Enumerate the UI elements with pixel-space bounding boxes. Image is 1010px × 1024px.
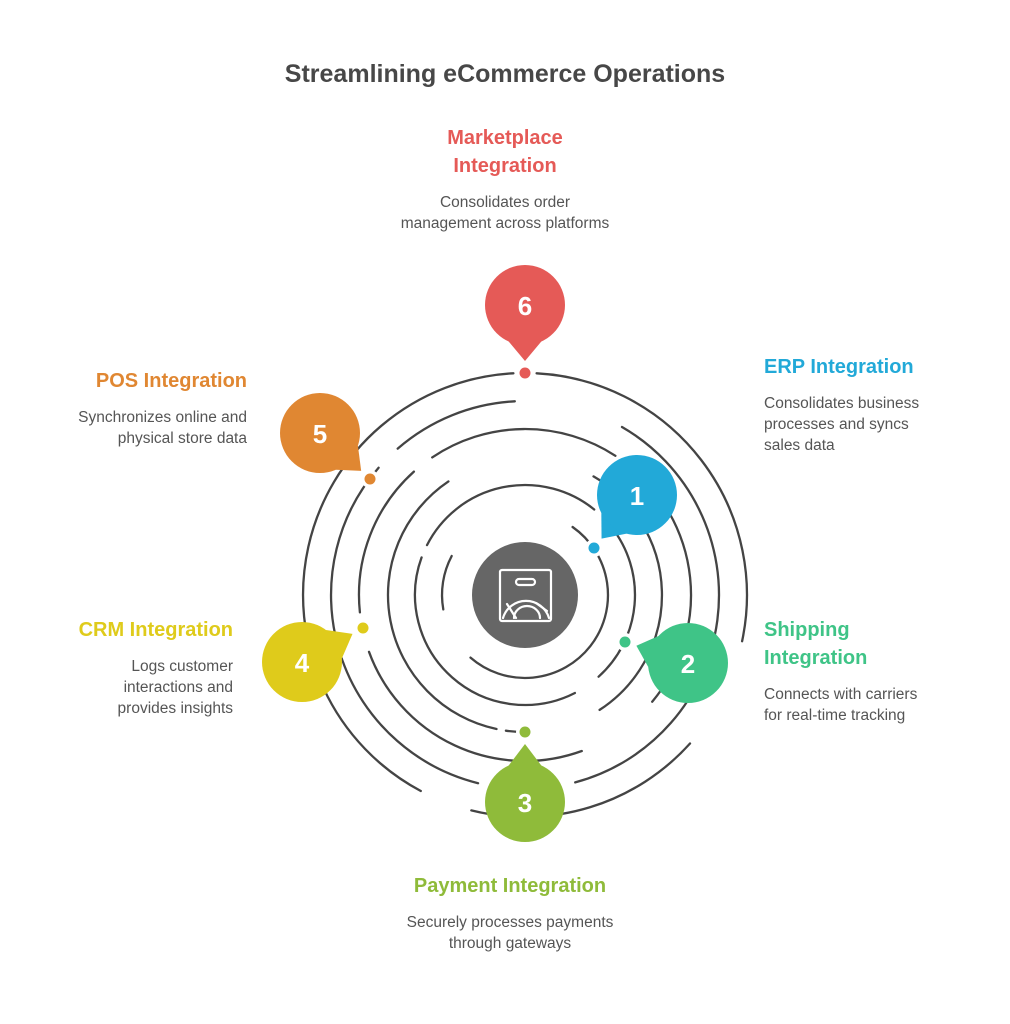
step-number: 2 [681, 649, 695, 679]
step-3-description: Securely processes payments through gate… [340, 912, 680, 954]
step-4-title: CRM Integration [20, 616, 233, 644]
step-1-description: Consolidates business processes and sync… [764, 393, 984, 456]
step-4-block: CRM Integration Logs customer interactio… [20, 616, 233, 719]
step-2-description-line: for real-time tracking [764, 707, 906, 724]
step-2-dot [619, 636, 631, 648]
step-6-title-line: Marketplace [447, 127, 563, 149]
step-3-bubble: 3 [485, 744, 565, 842]
step-4-bubble: 4 [262, 622, 353, 702]
bubble-tail [508, 341, 542, 361]
step-5-block: POS Integration Synchronizes online and … [20, 367, 247, 449]
step-2-block: Shipping Integration Connects with carri… [764, 616, 984, 726]
step-2-description: Connects with carriers for real-time tra… [764, 684, 984, 726]
step-6-description: Consolidates order management across pla… [355, 192, 655, 234]
step-3-description-line: through gateways [448, 935, 572, 952]
bubble-circle [597, 455, 677, 535]
ring-arc [469, 525, 610, 680]
step-1-description-line: Consolidates business [764, 395, 920, 412]
step-2-title-line: Integration [764, 647, 868, 669]
step-6-description-line: Consolidates order [439, 194, 571, 211]
ring-arc [301, 372, 515, 793]
step-5-description-line: physical store data [117, 430, 247, 447]
bubble-circle [648, 623, 728, 703]
ring-arc [367, 650, 583, 763]
step-5-title: POS Integration [20, 367, 247, 395]
step-6-block: Marketplace Integration Consolidates ord… [355, 124, 655, 234]
step-number: 4 [295, 648, 310, 678]
step-2-title-line: Shipping [764, 619, 850, 641]
step-1-dot [588, 542, 600, 554]
step-1-title: ERP Integration [764, 353, 984, 381]
bubble-circle [485, 762, 565, 842]
step-3-dot [519, 726, 531, 738]
step-4-description-line: provides insights [117, 700, 233, 717]
step-2-title: Shipping Integration [764, 616, 984, 672]
ring-arc [597, 526, 637, 678]
shopping-bag-scale-icon [498, 568, 553, 623]
step-1-block: ERP Integration Consolidates business pr… [764, 353, 984, 456]
ring-arc [574, 425, 721, 784]
step-3-title-line: Payment Integration [413, 875, 607, 897]
ring-arc [431, 427, 617, 459]
step-2-bubble: 2 [636, 623, 728, 703]
step-5-title-line: POS Integration [95, 370, 247, 392]
ring-arc [357, 470, 416, 614]
step-1-description-line: sales data [764, 437, 835, 454]
step-number: 1 [630, 481, 644, 511]
connector-dots [354, 364, 634, 741]
step-5-bubble: 5 [280, 393, 362, 473]
step-6-title: Marketplace Integration [355, 124, 655, 180]
step-6-dot [519, 367, 531, 379]
bubble-circle [280, 393, 360, 473]
step-5-description-line: Synchronizes online and [78, 409, 247, 426]
step-5-dot [364, 473, 376, 485]
ring-arc [440, 554, 453, 611]
step-number: 5 [313, 419, 327, 449]
ring-arc [413, 556, 577, 707]
step-6-title-line: Integration [453, 155, 557, 177]
ring-arc [535, 372, 749, 643]
step-4-dot [357, 622, 369, 634]
ring-arc [425, 483, 596, 547]
step-5-description: Synchronizes online and physical store d… [20, 407, 247, 449]
step-4-description: Logs customer interactions and provides … [20, 656, 233, 719]
center-hub [472, 542, 578, 648]
ring-arc [396, 400, 516, 450]
step-1-description-line: processes and syncs [764, 416, 909, 433]
step-3-block: Payment Integration Securely processes p… [340, 872, 680, 954]
step-1-title-line: ERP Integration [764, 356, 914, 378]
step-2-description-line: Connects with carriers [764, 686, 918, 703]
concentric-rings [301, 372, 749, 819]
step-number: 3 [518, 788, 532, 818]
bubble-tail [508, 744, 542, 766]
step-bubbles: 1 2 3 4 5 6 [262, 265, 728, 842]
step-3-title: Payment Integration [340, 872, 680, 900]
step-4-title-line: CRM Integration [78, 619, 233, 641]
step-3-description-line: Securely processes payments [406, 914, 614, 931]
step-4-description-line: Logs customer [131, 658, 233, 675]
step-1-bubble: 1 [597, 455, 677, 539]
step-6-bubble: 6 [485, 265, 565, 361]
step-4-description-line: interactions and [123, 679, 233, 696]
ring-arc [386, 480, 498, 731]
step-6-description-line: management across platforms [400, 215, 610, 232]
diagram-title: Streamlining eCommerce Operations [284, 60, 726, 88]
step-number: 6 [518, 291, 532, 321]
bubble-circle [262, 622, 342, 702]
bubble-circle [485, 265, 565, 345]
